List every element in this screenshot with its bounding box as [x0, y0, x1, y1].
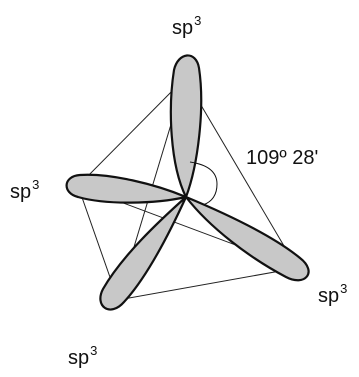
orbital-label-bottom: sp3: [68, 343, 98, 369]
edge-top-right: [184, 77, 298, 269]
orbital-label-top: sp3: [172, 13, 202, 39]
lobe-right: [184, 195, 310, 282]
edge-top-left: [77, 77, 186, 187]
lobe-left: [65, 173, 188, 204]
sp3-lobes: [65, 54, 310, 311]
bond-angle-arc: [189, 161, 218, 206]
lobe-bottom: [99, 195, 188, 311]
bond-angle-label: 109º 28': [246, 147, 319, 169]
orbital-label-left: sp3: [10, 177, 40, 203]
lobe-top: [169, 54, 203, 199]
orbital-label-right: sp3: [318, 281, 348, 307]
edge-bottom-right: [117, 267, 298, 301]
